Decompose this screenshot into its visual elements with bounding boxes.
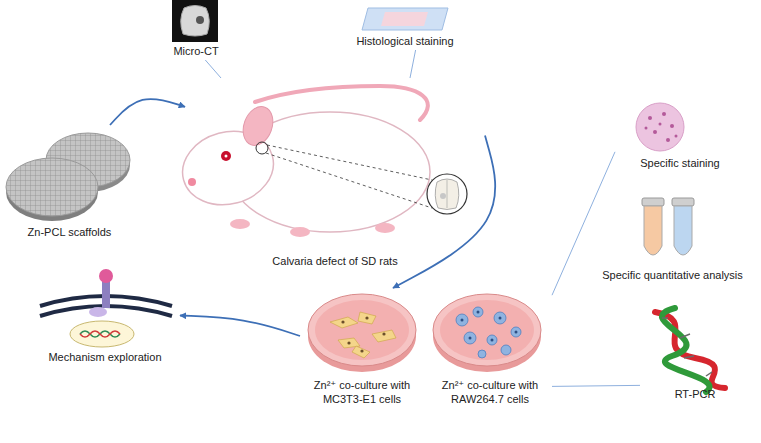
flow-arrow (393, 136, 495, 288)
node-label: Calvaria defect of SD rats (187, 254, 483, 268)
leader-line (205, 60, 221, 78)
node-label: Zn-PCL scaffolds (4, 225, 135, 239)
mechanism-node: Mechanism exploration (30, 265, 180, 366)
node-label: Mechanism exploration (32, 350, 178, 364)
node-label: RT-PCR (642, 387, 748, 401)
cell-culture-node: Zn²⁺ co-culture with MC3T3-E1 cells (300, 288, 424, 408)
staining-node: Specific staining (615, 100, 745, 172)
stained-sample (636, 103, 684, 151)
node-label: Micro-CT (167, 44, 225, 58)
scaffold-node: Zn-PCL scaffolds (2, 125, 137, 241)
cell-membrane-icon (40, 269, 172, 347)
imaging-node: Micro-CT (165, 0, 227, 60)
node-label: Histological staining (354, 34, 456, 48)
rat-illustration (174, 86, 467, 237)
leader-line (410, 50, 416, 78)
assay-node: RT-PCR (640, 305, 750, 403)
histology-slide (362, 8, 448, 30)
animal-model-node: Calvaria defect of SD rats (185, 78, 485, 270)
node-label: Specific staining (617, 156, 743, 170)
assay-node: Specific quantitative analysis (590, 190, 755, 284)
cell-culture-node: Zn²⁺ co-culture with RAW264.7 cells (428, 288, 552, 408)
node-label: Zn²⁺ co-culture with RAW264.7 cells (430, 378, 550, 406)
sample-tubes (642, 198, 694, 255)
micro-ct-image (172, 0, 218, 42)
dna-helix (655, 308, 725, 392)
petri-dish-macrophage (433, 294, 541, 372)
scaffold-discs (6, 133, 130, 221)
petri-dish-osteoblast (308, 294, 416, 372)
node-label: Specific quantitative analysis (592, 268, 753, 282)
leader-line (552, 385, 640, 386)
node-label: Zn²⁺ co-culture with MC3T3-E1 cells (302, 378, 422, 406)
staining-node: Histological staining (352, 0, 458, 50)
flow-arrow (110, 99, 185, 125)
flow-arrow (180, 316, 300, 337)
